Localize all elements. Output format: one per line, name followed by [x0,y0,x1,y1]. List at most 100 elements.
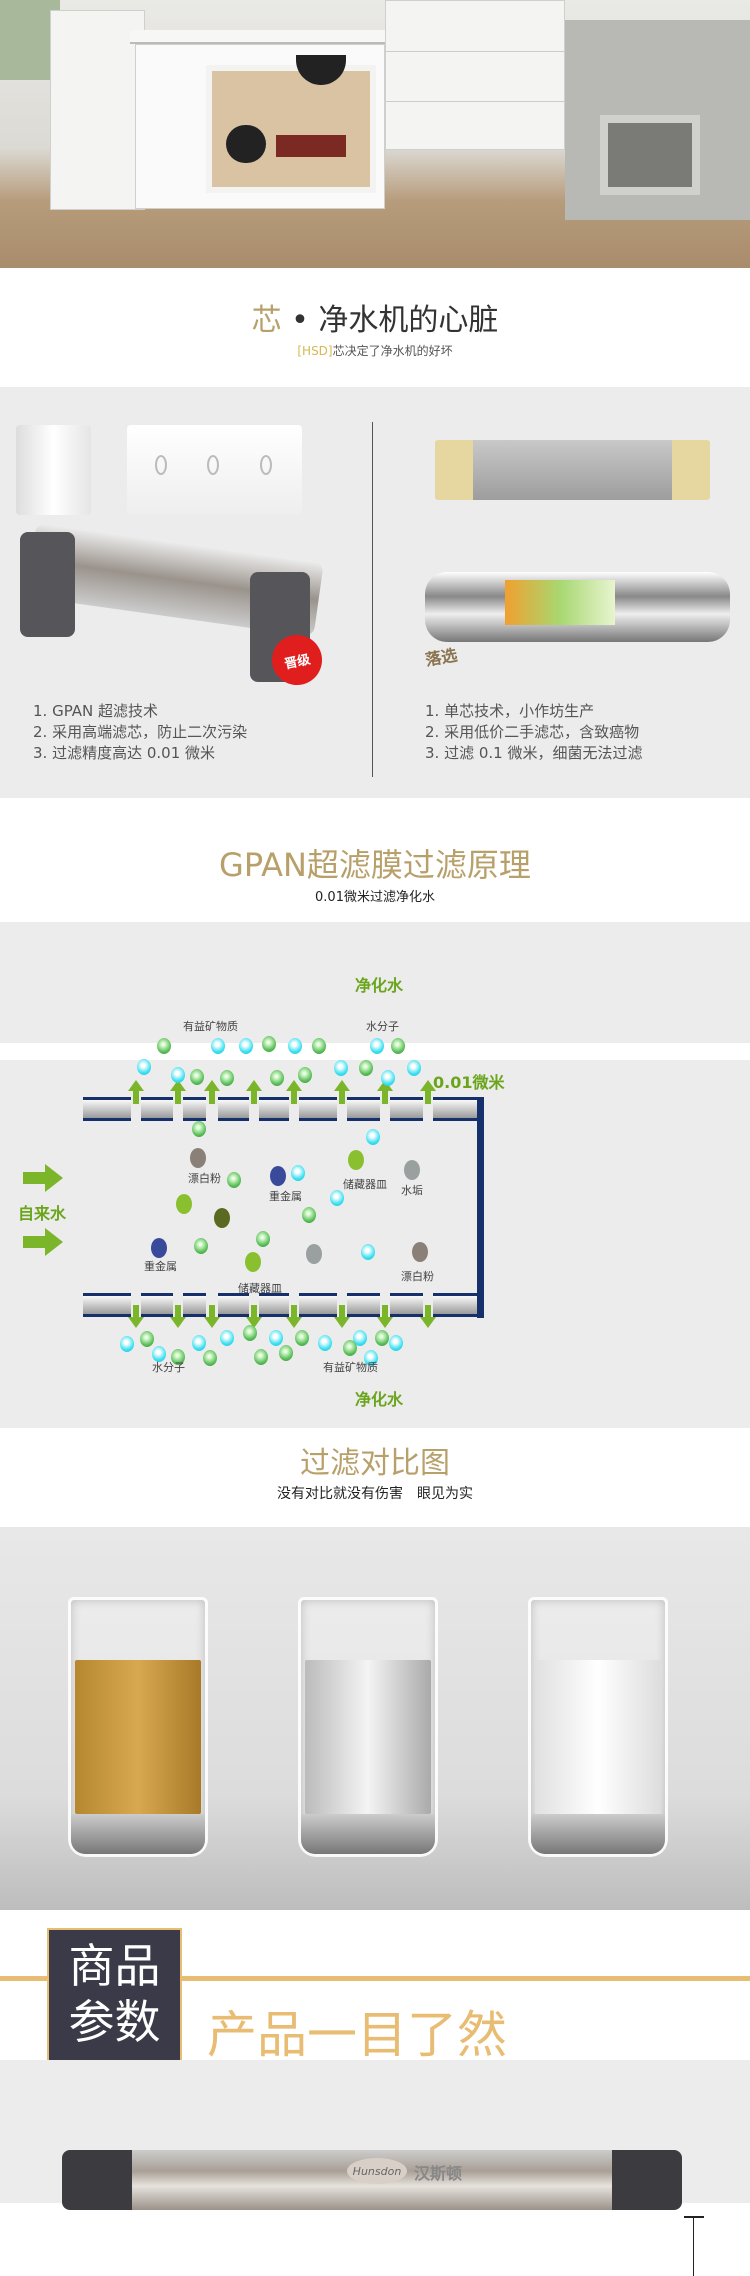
arrow-down-icon [204,1317,220,1328]
water-molecule-label: 水分子 [366,1020,399,1033]
water-molecule [238,1038,253,1054]
arrow-down-icon [246,1317,262,1328]
arrow-right-icon [23,1164,63,1192]
mineral-particle [256,1231,270,1247]
membrane-segment [433,1293,478,1317]
mineral-particle [253,1349,268,1365]
precision-label: 0.01微米 [433,1073,505,1092]
arrow-up-icon [382,1090,388,1104]
scale-icon [306,1244,322,1264]
mineral-particle [261,1036,276,1052]
mineral-particle [171,1349,186,1365]
mineral-particle [270,1070,284,1086]
params-box-line: 商品 [68,1939,161,1993]
arrow-down-icon [382,1305,388,1317]
island [135,44,385,209]
water-molecule-label: 水分子 [152,1361,185,1374]
bacteria-icon [348,1150,364,1170]
mineral-particle [156,1038,171,1054]
mineral-particle [202,1350,217,1366]
arrow-right-icon [23,1228,63,1256]
contaminant-label: 储藏器皿 [238,1282,282,1295]
title-rest: 净水机的心脏 [318,303,499,338]
arrow-down-icon [133,1305,139,1317]
arrow-down-icon [209,1305,215,1317]
membrane-segment [83,1293,131,1317]
membrane-segment [218,1097,249,1121]
subtitle-accent: [HSD] [297,344,333,358]
mineral-particle [192,1121,207,1137]
membrane-segment [299,1097,337,1121]
title-separator: • [291,303,309,338]
mineral-particle [295,1330,310,1346]
purifier-body: Hunsdon 汉斯顿 [62,2150,682,2210]
membrane-segment [183,1293,206,1317]
arrow-up-icon [425,1090,431,1104]
water-molecule [389,1335,403,1351]
membrane-segment [259,1097,289,1121]
mineral-particle [391,1038,406,1054]
contaminant-label: 漂白粉 [401,1270,434,1283]
water-molecule [287,1038,302,1054]
membrane-segment [433,1097,478,1121]
germ-icon [214,1208,230,1228]
comparison-title: 过滤对比图 [300,1446,450,1481]
arrow-down-icon [425,1305,431,1317]
arrow-up-icon [334,1080,350,1091]
water-molecule [365,1129,380,1145]
mineral-particle [342,1340,357,1356]
mineral-particle [312,1038,326,1054]
water-molecule [363,1350,378,1366]
gold-rule [0,1976,750,1981]
membrane-segment [390,1097,423,1121]
badge-text: 晋级 [283,651,312,672]
params-heading: 产品一目了然 [207,2006,507,2064]
core-subtitle: [HSD]芯决定了净水机的好坏 [0,342,750,359]
bleach-icon [190,1148,206,1168]
arrow-up-icon [204,1080,220,1091]
membrane-segment [347,1097,380,1121]
brand-logo-en: Hunsdon [347,2158,407,2184]
arrow-up-icon [420,1080,436,1091]
membrane-segment [141,1097,173,1121]
arrow-down-icon [420,1317,436,1328]
title-accent: 芯 [251,303,282,338]
arrow-up-icon [133,1090,139,1104]
mineral-particle [298,1067,312,1083]
filter-cartridge-small [16,425,91,515]
membrane-segment [299,1293,337,1317]
drawers [385,0,565,150]
stamp-text: 落选 [423,645,459,670]
list-item: 1. 单芯技术，小作坊生产 [425,702,595,720]
mineral-particle [220,1070,235,1086]
mineral-particle [375,1330,389,1346]
mineral-particle [189,1069,204,1085]
principle-subtitle: 0.01微米过滤净化水 [315,890,435,905]
membrane-side-wall [477,1097,484,1318]
water-molecule [330,1190,345,1206]
water-molecule [353,1330,368,1346]
brand-logo-cn: 汉斯顿 [414,2164,463,2183]
membrane-segment [141,1293,173,1317]
water-molecule [220,1330,235,1346]
water-molecule [317,1335,332,1351]
arrow-down-icon [291,1305,297,1317]
list-item: 2. 采用高端滤芯，防止二次污染 [33,723,248,741]
water-molecule [152,1346,167,1362]
bacteria-icon [245,1252,261,1272]
arrow-down-icon [175,1305,181,1317]
arrow-up-icon [128,1080,144,1091]
membrane-segment [83,1097,131,1121]
membrane-segment [218,1293,249,1317]
contaminant-label: 储藏器皿 [343,1178,387,1191]
tap-water-glass [68,1597,208,1857]
scale-icon [404,1160,420,1180]
list-item: 3. 过滤 0.1 微米，细菌无法过滤 [425,744,643,762]
water-molecule [380,1070,395,1086]
arrow-down-icon [377,1317,393,1328]
compare-panel: 晋级 落选 1. GPAN 超滤技术 2. 采用高端滤芯，防止二次污染 3. 过… [0,387,750,798]
dimension-line [693,2216,694,2276]
heavy-metal-icon [151,1238,167,1258]
water-molecule [170,1067,185,1083]
water-molecule [210,1038,225,1054]
